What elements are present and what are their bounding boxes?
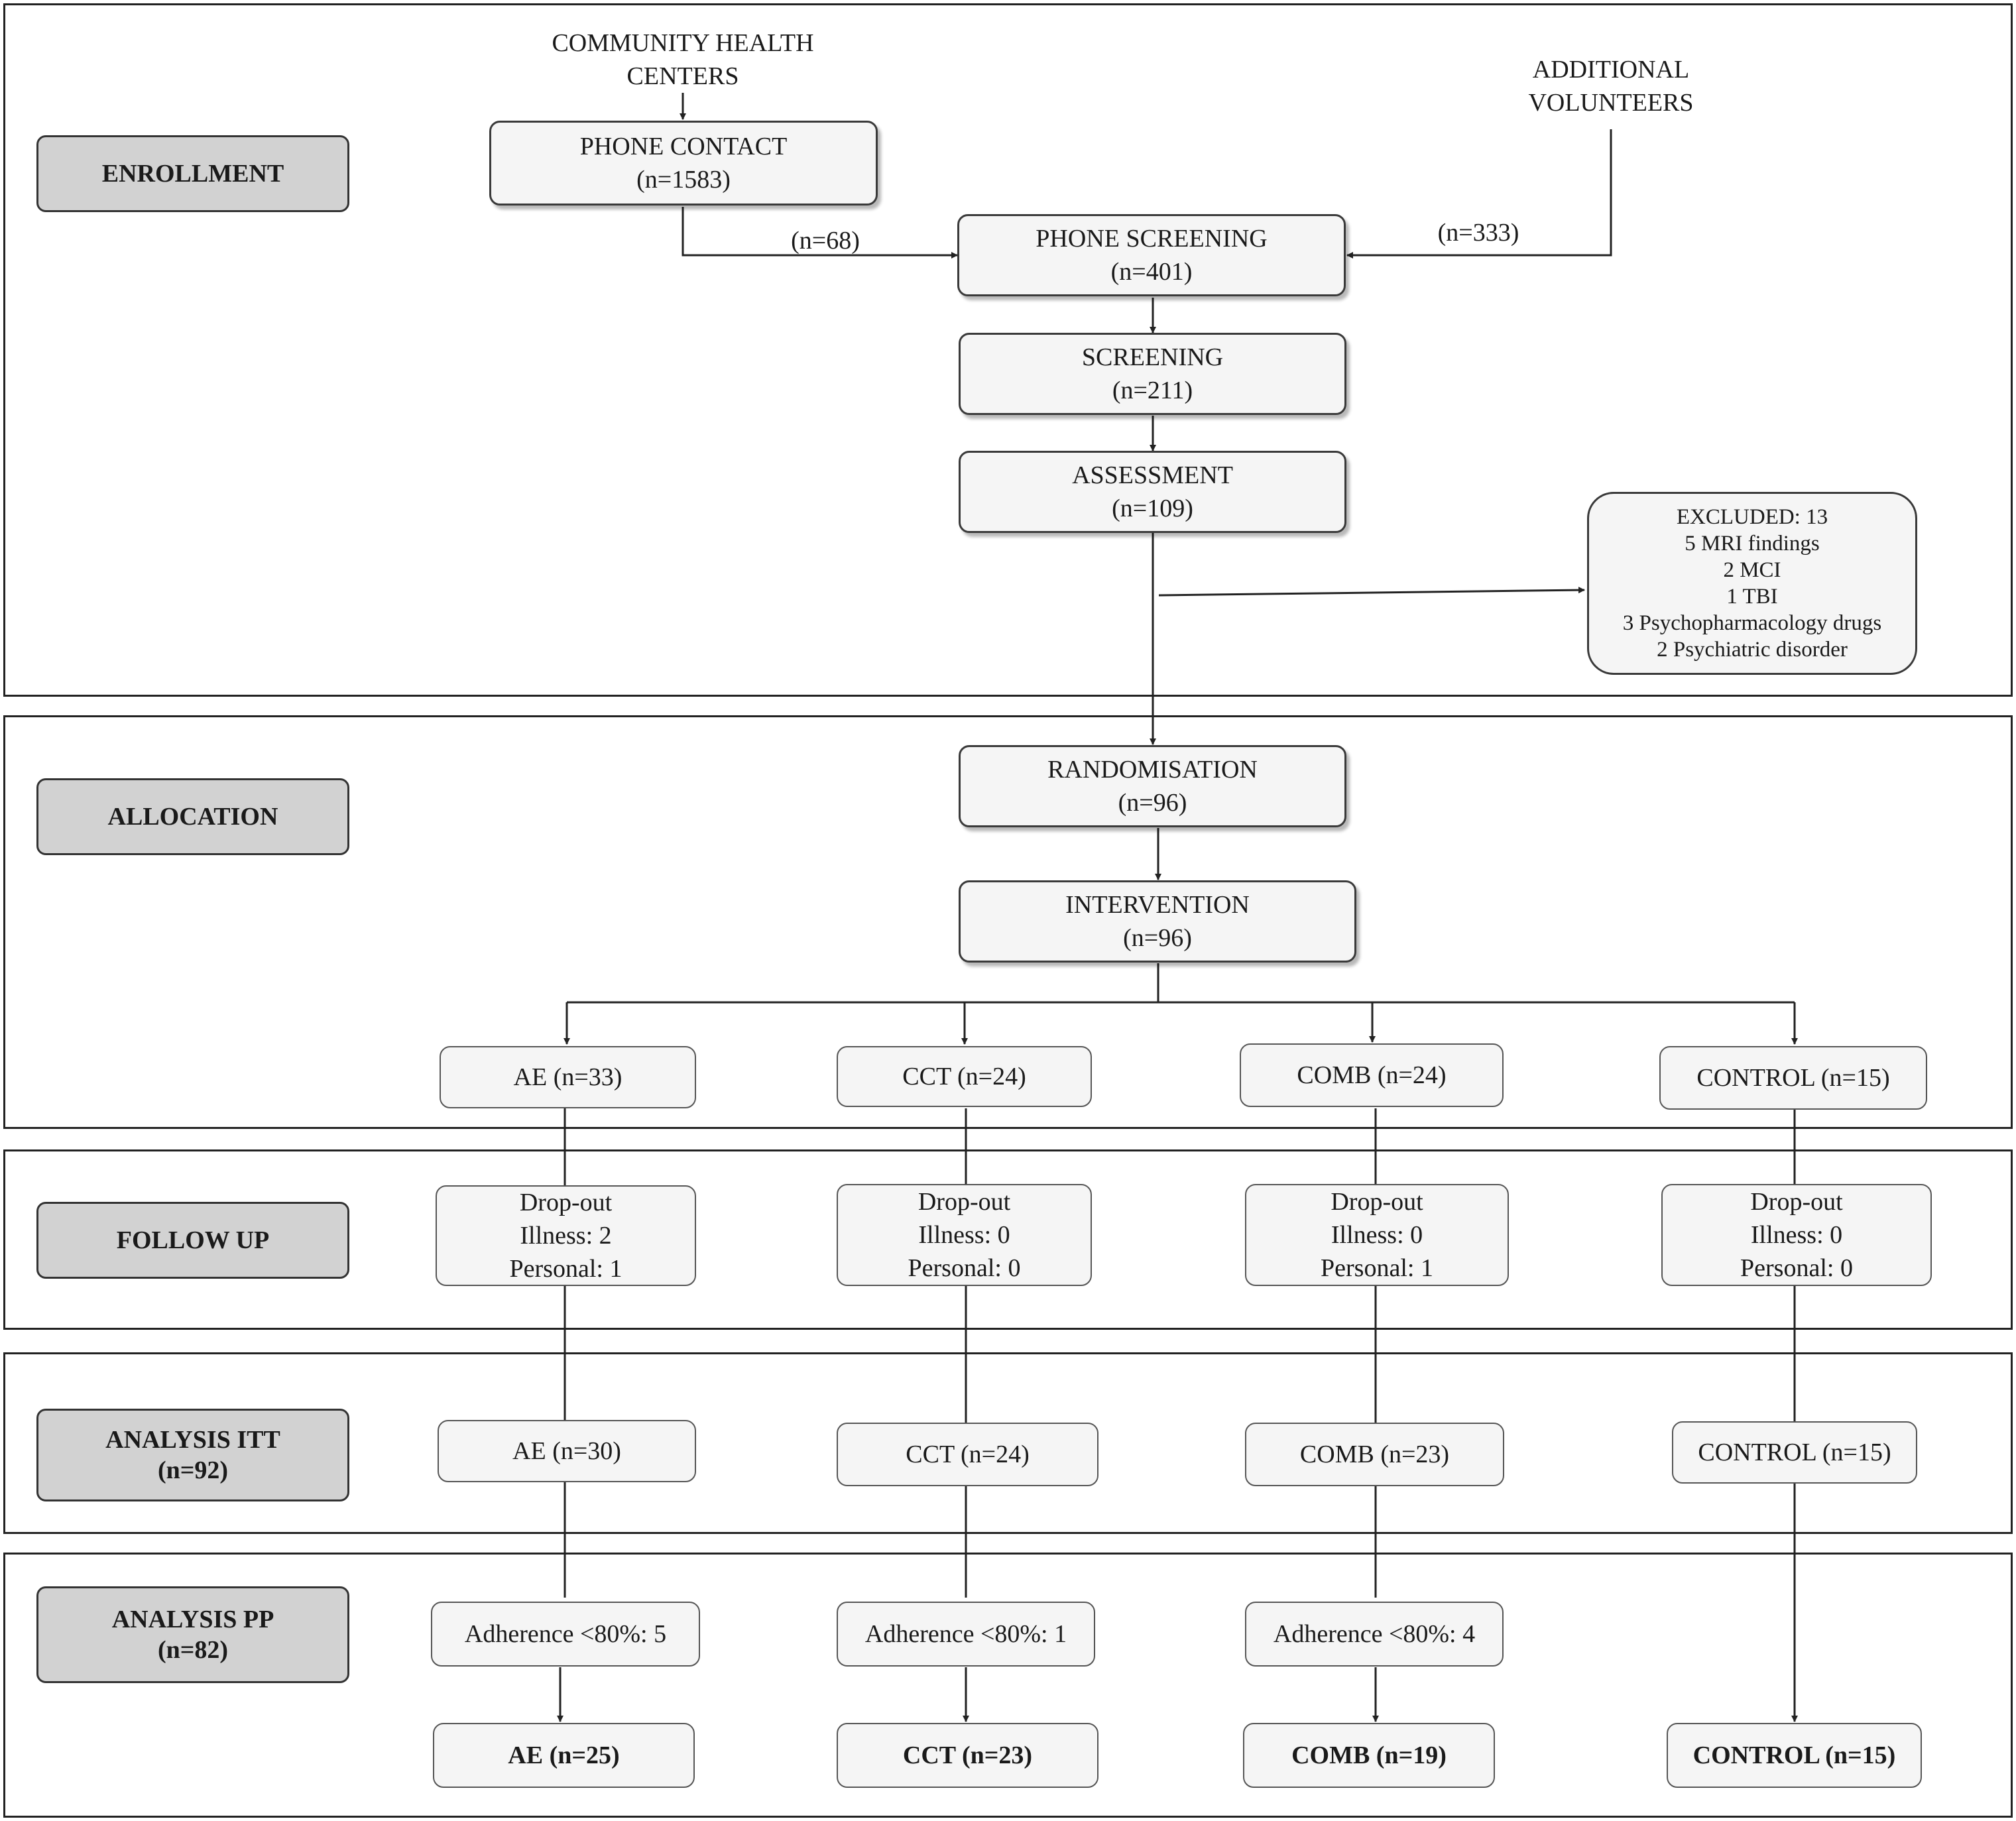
- randomisation-box: RANDOMISATION (n=96): [959, 745, 1346, 827]
- alloc-control-box: CONTROL (n=15): [1659, 1046, 1927, 1110]
- section-label-analysis-itt: ANALYSIS ITT (n=92): [36, 1409, 349, 1501]
- source-additional-volunteers: ADDITIONAL VOLUNTEERS: [1472, 53, 1750, 119]
- phone-screening-box: PHONE SCREENING (n=401): [957, 214, 1346, 296]
- analysis-pp-n: (n=82): [157, 1636, 229, 1664]
- pp-control-text: CONTROL (n=15): [1692, 1741, 1896, 1769]
- phone-contact-box: PHONE CONTACT (n=1583): [489, 121, 878, 206]
- community-line1: COMMUNITY HEALTH: [552, 29, 814, 57]
- alloc-cct-box: CCT (n=24): [837, 1046, 1092, 1107]
- randomisation-n: (n=96): [1118, 789, 1187, 817]
- itt-ae-text: AE (n=30): [512, 1437, 621, 1465]
- alloc-comb-text: COMB (n=24): [1297, 1061, 1447, 1089]
- section-follow-up: [3, 1149, 2013, 1330]
- itt-cct-text: CCT (n=24): [906, 1440, 1030, 1468]
- intervention-n: (n=96): [1123, 924, 1192, 952]
- pp-ae-box: AE (n=25): [433, 1723, 695, 1788]
- source-community-health-centers: COMMUNITY HEALTH CENTERS: [517, 27, 849, 93]
- dropout-comb-illness: Illness: 0: [1331, 1221, 1423, 1249]
- adherence-comb-box: Adherence <80%: 4: [1245, 1602, 1504, 1667]
- dropout-cct-box: Drop-out Illness: 0 Personal: 0: [837, 1184, 1092, 1286]
- excluded-item-drugs: 3 Psychopharmacology drugs: [1622, 611, 1882, 635]
- dropout-ae-personal: Personal: 1: [509, 1255, 623, 1283]
- screening-box: SCREENING (n=211): [959, 333, 1346, 415]
- arrow-phone-contact-to-phone-screening: [682, 207, 958, 259]
- dropout-comb-personal: Personal: 1: [1321, 1254, 1433, 1282]
- dropout-control-box: Drop-out Illness: 0 Personal: 0: [1661, 1184, 1932, 1286]
- pp-control-box: CONTROL (n=15): [1667, 1723, 1922, 1788]
- pp-comb-box: COMB (n=19): [1243, 1723, 1495, 1788]
- dropout-control-title: Drop-out: [1750, 1188, 1843, 1216]
- phone-contact-n: (n=1583): [636, 166, 731, 194]
- alloc-control-text: CONTROL (n=15): [1696, 1064, 1890, 1092]
- allocation-label: ALLOCATION: [107, 803, 278, 831]
- dropout-ae-illness: Illness: 2: [520, 1222, 612, 1250]
- volunteers-line1: ADDITIONAL: [1532, 56, 1690, 84]
- section-analysis-pp: [3, 1553, 2013, 1818]
- alloc-cct-text: CCT (n=24): [902, 1063, 1026, 1090]
- pp-cct-text: CCT (n=23): [902, 1741, 1033, 1769]
- analysis-itt-label: ANALYSIS ITT: [105, 1426, 280, 1454]
- volunteers-line2: VOLUNTEERS: [1528, 89, 1694, 117]
- pp-cct-box: CCT (n=23): [837, 1723, 1098, 1788]
- excluded-item-psychiatric: 2 Psychiatric disorder: [1657, 638, 1848, 662]
- section-allocation: [3, 715, 2013, 1129]
- section-enrollment: [3, 3, 2013, 697]
- section-label-analysis-pp: ANALYSIS PP (n=82): [36, 1586, 349, 1683]
- dropout-ae-box: Drop-out Illness: 2 Personal: 1: [436, 1185, 696, 1286]
- screening-title: SCREENING: [1081, 343, 1224, 371]
- alloc-ae-text: AE (n=33): [513, 1063, 623, 1091]
- adherence-cct-text: Adherence <80%: 1: [864, 1620, 1067, 1648]
- excluded-title: EXCLUDED: 13: [1676, 505, 1828, 529]
- excluded-item-tbi: 1 TBI: [1726, 585, 1778, 609]
- follow-up-label: FOLLOW UP: [116, 1226, 270, 1254]
- adherence-ae-text: Adherence <80%: 5: [464, 1620, 667, 1648]
- adherence-cct-box: Adherence <80%: 1: [837, 1602, 1095, 1667]
- edge-label-n68: (n=68): [791, 227, 860, 255]
- dropout-cct-personal: Personal: 0: [908, 1254, 1021, 1282]
- alloc-ae-box: AE (n=33): [440, 1046, 696, 1108]
- itt-comb-text: COMB (n=23): [1299, 1440, 1450, 1468]
- itt-comb-box: COMB (n=23): [1245, 1423, 1504, 1486]
- section-label-allocation: ALLOCATION: [36, 778, 349, 855]
- adherence-comb-text: Adherence <80%: 4: [1273, 1620, 1476, 1648]
- dropout-cct-illness: Illness: 0: [918, 1221, 1010, 1249]
- phone-screening-title: PHONE SCREENING: [1036, 225, 1268, 253]
- section-label-enrollment: ENROLLMENT: [36, 135, 349, 212]
- itt-control-box: CONTROL (n=15): [1672, 1421, 1917, 1484]
- intervention-box: INTERVENTION (n=96): [959, 880, 1356, 963]
- section-analysis-itt: [3, 1352, 2013, 1534]
- dropout-cct-title: Drop-out: [918, 1188, 1011, 1216]
- pp-comb-text: COMB (n=19): [1291, 1741, 1447, 1769]
- analysis-itt-n: (n=92): [157, 1456, 229, 1484]
- itt-control-text: CONTROL (n=15): [1698, 1439, 1891, 1466]
- community-line2: CENTERS: [626, 62, 739, 90]
- edge-label-n333: (n=333): [1437, 219, 1519, 247]
- phone-screening-n: (n=401): [1110, 258, 1193, 286]
- excluded-item-mri: 5 MRI findings: [1685, 532, 1820, 556]
- section-label-follow-up: FOLLOW UP: [36, 1202, 349, 1279]
- enrollment-label: ENROLLMENT: [101, 160, 284, 188]
- dropout-comb-box: Drop-out Illness: 0 Personal: 1: [1245, 1184, 1509, 1286]
- screening-n: (n=211): [1112, 377, 1193, 404]
- alloc-comb-box: COMB (n=24): [1240, 1043, 1504, 1107]
- dropout-comb-title: Drop-out: [1331, 1188, 1423, 1216]
- assessment-n: (n=109): [1112, 495, 1193, 522]
- arrow-volunteers-to-phone-screening: [1346, 129, 1612, 259]
- assessment-title: ASSESSMENT: [1072, 461, 1233, 489]
- analysis-pp-label: ANALYSIS PP: [111, 1606, 274, 1633]
- dropout-ae-title: Drop-out: [519, 1189, 613, 1216]
- itt-ae-box: AE (n=30): [438, 1420, 696, 1482]
- phone-contact-title: PHONE CONTACT: [579, 133, 788, 160]
- itt-cct-box: CCT (n=24): [837, 1423, 1098, 1486]
- adherence-ae-box: Adherence <80%: 5: [431, 1602, 700, 1667]
- assessment-box: ASSESSMENT (n=109): [959, 451, 1346, 533]
- pp-ae-text: AE (n=25): [508, 1741, 620, 1769]
- excluded-item-mci: 2 MCI: [1723, 558, 1781, 582]
- randomisation-title: RANDOMISATION: [1047, 756, 1258, 784]
- arrow-to-excluded: [1158, 587, 1585, 597]
- dropout-control-illness: Illness: 0: [1750, 1221, 1843, 1249]
- dropout-control-personal: Personal: 0: [1740, 1254, 1853, 1282]
- excluded-box: EXCLUDED: 13 5 MRI findings 2 MCI 1 TBI …: [1587, 492, 1917, 675]
- intervention-title: INTERVENTION: [1065, 891, 1250, 919]
